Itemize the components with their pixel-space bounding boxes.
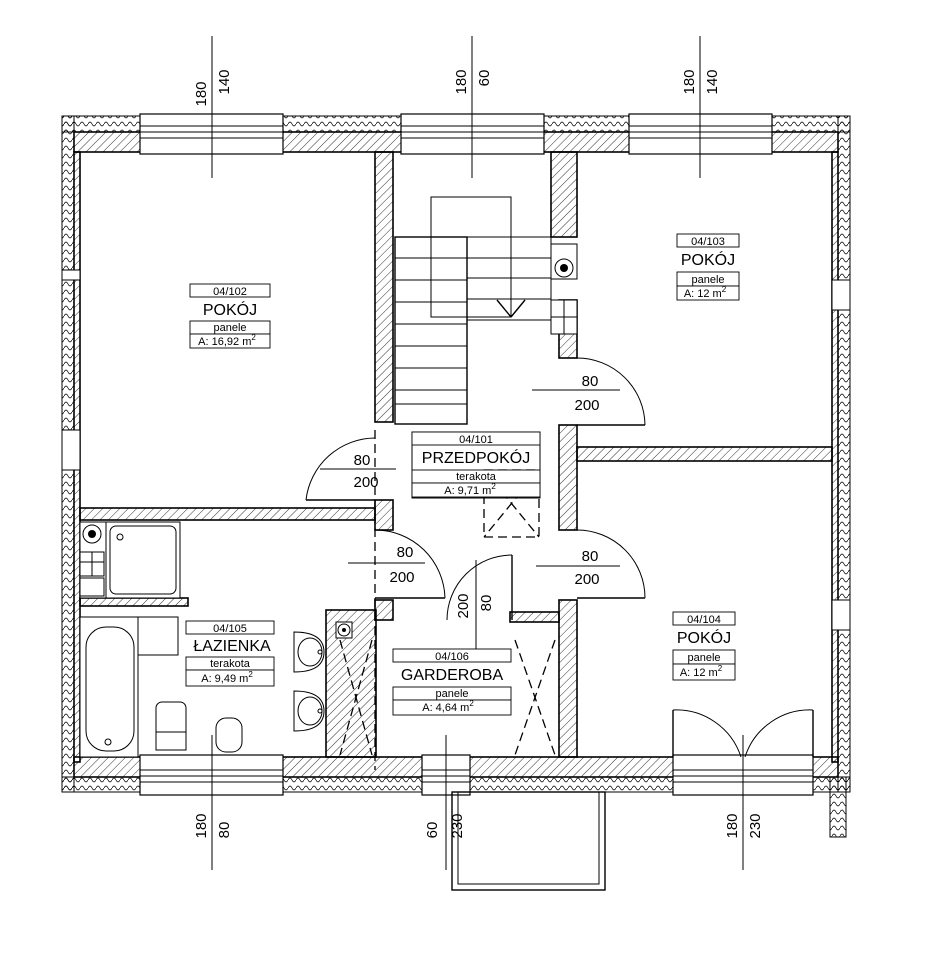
room-label-04-102: 04/102 POKÓJ panele A: 16,92 m2 <box>189 283 271 349</box>
svg-text:terakota: terakota <box>456 471 497 483</box>
chimney <box>550 243 578 335</box>
room-label-04-104: 04/104 POKÓJ panele A: 12 m2 <box>672 611 736 681</box>
d1-width: 80 <box>354 452 371 469</box>
svg-text:panele: panele <box>213 322 246 334</box>
doors <box>305 357 814 758</box>
svg-text:A: 9,71 m2: A: 9,71 m2 <box>444 482 496 497</box>
d2-width: 80 <box>582 373 599 390</box>
dimension-leaders <box>211 36 744 870</box>
d4-width: 80 <box>582 548 599 565</box>
d5-height: 200 <box>455 593 472 618</box>
d5-width: 80 <box>478 595 495 612</box>
svg-text:panele: panele <box>691 274 724 286</box>
w2-sill: 60 <box>476 70 493 87</box>
w5-sill: 60 <box>424 822 441 839</box>
w3-height: 180 <box>681 69 698 94</box>
room-label-04-105: 04/105 ŁAZIENKA terakota A: 9,49 m2 <box>185 620 275 687</box>
w6-height: 180 <box>724 813 741 838</box>
svg-text:04/101: 04/101 <box>459 434 493 446</box>
room-name: ŁAZIENKA <box>193 638 271 655</box>
svg-text:A: 4,64 m2: A: 4,64 m2 <box>422 699 474 714</box>
w1-height: 180 <box>193 81 210 106</box>
svg-text:A: 9,49 m2: A: 9,49 m2 <box>201 670 253 685</box>
svg-text:A: 12 m2: A: 12 m2 <box>680 664 723 679</box>
room-label-04-106: 04/106 GARDEROBA panele A: 4,64 m2 <box>392 648 512 716</box>
inner-walls <box>79 151 833 758</box>
svg-text:terakota: terakota <box>210 658 251 670</box>
w4-sill: 80 <box>216 822 233 839</box>
svg-text:04/104: 04/104 <box>687 614 721 626</box>
room-name: GARDEROBA <box>401 667 504 684</box>
room-name: PRZEDPOKÓJ <box>422 448 530 467</box>
d1-height: 200 <box>353 474 378 491</box>
window-dimensions: 180 140 180 60 180 140 180 80 60 230 180… <box>193 69 764 838</box>
svg-text:A: 16,92 m2: A: 16,92 m2 <box>198 333 256 348</box>
d3-width: 80 <box>397 544 414 561</box>
room-name: POKÓJ <box>203 300 257 319</box>
w2-height: 180 <box>453 69 470 94</box>
w1-sill: 140 <box>216 69 233 94</box>
svg-text:04/102: 04/102 <box>213 286 247 298</box>
d3-height: 200 <box>389 569 414 586</box>
svg-text:04/106: 04/106 <box>435 651 469 663</box>
staircase <box>394 196 552 425</box>
room-name: POKÓJ <box>677 628 731 647</box>
w3-sill: 140 <box>704 69 721 94</box>
svg-text:A: 12 m2: A: 12 m2 <box>684 285 727 300</box>
svg-text:panele: panele <box>687 652 720 664</box>
svg-text:panele: panele <box>435 688 468 700</box>
d2-height: 200 <box>574 397 599 414</box>
d4-height: 200 <box>574 571 599 588</box>
balcony <box>451 791 606 891</box>
svg-text:04/105: 04/105 <box>213 623 247 635</box>
w5-height: 230 <box>449 813 466 838</box>
bathroom-fixtures <box>79 521 353 758</box>
w6-sill: 230 <box>747 813 764 838</box>
svg-text:04/103: 04/103 <box>691 236 725 248</box>
room-name: POKÓJ <box>681 250 735 269</box>
door-dimensions: 80 200 80 200 80 200 80 200 200 80 <box>353 373 599 619</box>
w4-height: 180 <box>193 813 210 838</box>
room-label-04-103: 04/103 POKÓJ panele A: 12 m2 <box>676 233 740 301</box>
room-label-04-101: 04/101 PRZEDPOKÓJ terakota A: 9,71 m2 <box>411 431 541 498</box>
